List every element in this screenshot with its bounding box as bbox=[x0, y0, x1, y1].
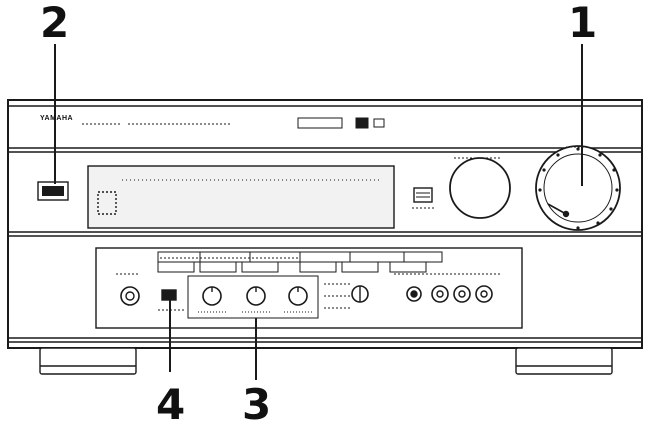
input-selector-knob bbox=[449, 157, 511, 219]
receiver-feet bbox=[39, 347, 613, 375]
callout-4: 4 bbox=[156, 380, 186, 429]
video-aux-inputs bbox=[394, 273, 500, 303]
top-label-strip bbox=[82, 117, 385, 129]
callout-1: 1 bbox=[568, 0, 598, 47]
volume-knob bbox=[535, 145, 621, 231]
power-switch bbox=[37, 181, 69, 201]
callout-2: 2 bbox=[40, 0, 70, 47]
sub-control-panel bbox=[95, 247, 523, 329]
callout-leader-lines bbox=[54, 44, 583, 380]
brand-logo-text: YAMAHA bbox=[40, 115, 74, 122]
callout-3: 3 bbox=[242, 380, 272, 429]
tone-control-knobs bbox=[187, 275, 319, 319]
output-selector-knob bbox=[324, 283, 369, 309]
display-window bbox=[87, 165, 395, 229]
memory-button bbox=[412, 187, 436, 209]
phones-jack bbox=[116, 273, 140, 306]
